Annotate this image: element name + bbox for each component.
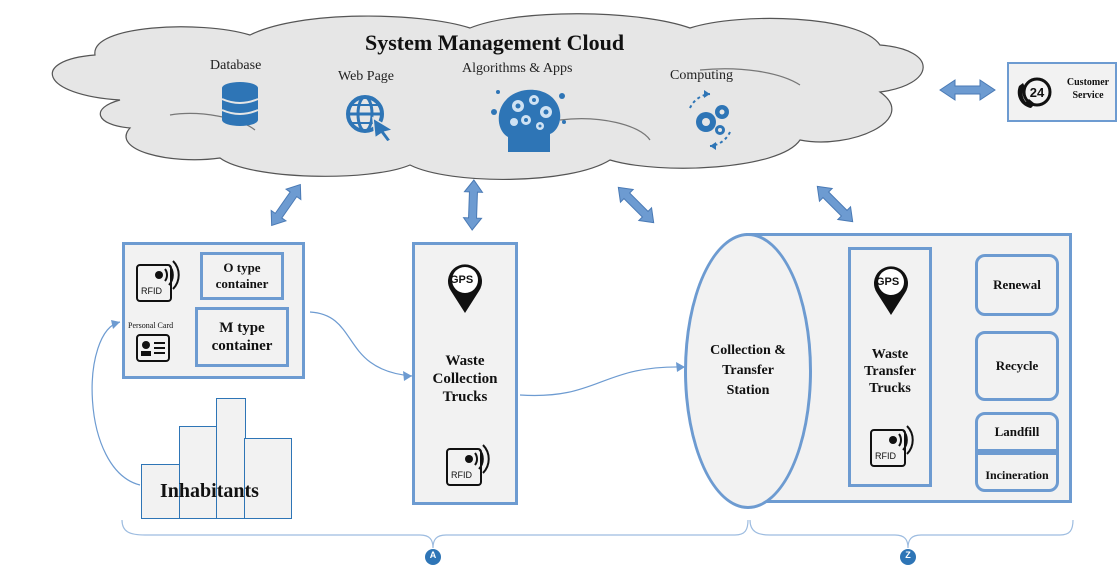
rfid-label-collection: RFID <box>451 470 472 480</box>
waste-collection-trucks-box: GPS Waste Collection Trucks RFID <box>412 242 518 505</box>
cloud-item-database-label: Database <box>210 58 262 73</box>
inhabitants-label: Inhabitants <box>160 480 259 502</box>
o-type-container: O type container <box>200 252 284 300</box>
double-arrows <box>939 79 996 101</box>
web-globe-icon <box>346 95 395 142</box>
personal-card-icon <box>136 334 170 362</box>
waste-collection-trucks-label: Waste Collection Trucks <box>432 353 498 405</box>
brace-a-badge <box>425 549 441 565</box>
database-icon <box>221 82 259 126</box>
rfid-icon <box>136 260 180 302</box>
customer-service-label: Customer Service <box>1066 77 1110 101</box>
landfill-divider <box>978 449 1056 455</box>
rfid-icon <box>870 425 914 467</box>
destination-recycle: Recycle <box>975 331 1059 401</box>
destination-incineration: Incineration <box>985 468 1049 482</box>
brace-a-label: A <box>429 550 437 560</box>
cloud-shape <box>51 13 924 181</box>
gps-label-collection: GPS <box>450 274 474 286</box>
vertical-arrows <box>270 179 854 231</box>
rfid-label-transfer: RFID <box>875 451 896 461</box>
station-label: Collection & Transfer Station <box>710 343 786 398</box>
gps-label-transfer: GPS <box>876 276 900 288</box>
phone-24-icon: 24 <box>1017 77 1052 108</box>
rfid-label-residential: RFID <box>141 286 162 296</box>
brace-z-badge <box>900 549 916 565</box>
customer-service-badge: 24 <box>1030 85 1045 100</box>
building-1 <box>141 464 183 519</box>
brain-gears-icon <box>491 89 566 152</box>
waste-transfer-trucks-label: Waste Transfer Trucks <box>864 347 916 396</box>
brace-a <box>121 519 749 549</box>
gps-pin-icon <box>448 264 482 313</box>
collection-transfer-station: Collection & Transfer Station <box>684 233 812 509</box>
residential-container-box: RFID O type container Personal Card M ty… <box>122 242 305 379</box>
building-4 <box>244 438 292 519</box>
rfid-card-collection: RFID <box>445 437 493 489</box>
rfid-icon <box>446 444 490 486</box>
brace-z <box>749 519 1074 549</box>
rfid-card-residential: RFID <box>135 255 183 303</box>
m-type-container: M type container <box>195 307 289 367</box>
destination-landfill: Landfill <box>994 424 1040 439</box>
cloud-item-algorithms-label: Algorithms & Apps <box>462 61 573 76</box>
landfill-incineration-box: Landfill Incineration <box>975 412 1059 492</box>
building-2 <box>179 426 219 519</box>
gps-pin-icon <box>874 266 908 315</box>
waste-transfer-trucks-box: GPS Waste Transfer Trucks RFID <box>848 247 932 487</box>
rfid-card-transfer: RFID <box>869 418 917 470</box>
gears-icon <box>689 90 731 150</box>
cloud-title: System Management Cloud <box>365 30 625 55</box>
cloud-item-webpage-label: Web Page <box>338 69 395 84</box>
brace-z-label: Z <box>905 550 911 560</box>
cloud-item-computing-label: Computing <box>670 68 734 83</box>
personal-card-label: Personal Card <box>128 321 174 330</box>
customer-service-box: 24 Customer Service <box>1007 62 1117 122</box>
destination-renewal: Renewal <box>975 254 1059 316</box>
